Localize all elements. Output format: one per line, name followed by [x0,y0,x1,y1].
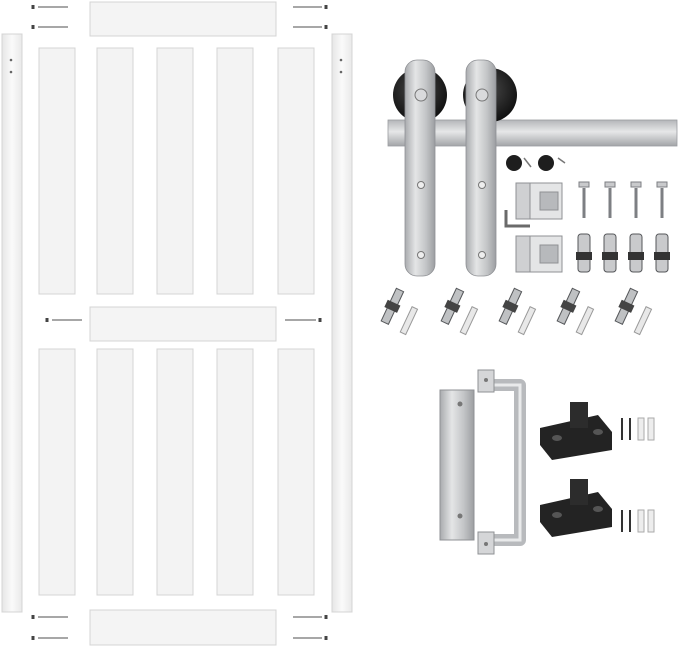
handle-plate [439,389,475,541]
allen-wrench-icon [504,210,530,228]
handle-bolt [457,401,463,407]
stile-hole [339,70,343,74]
track-bar [387,119,678,147]
wall-anchor-icon [556,287,595,336]
top-rail [89,1,277,37]
screw-icon [31,5,68,9]
bolt-icon [604,181,616,218]
screw-icon [293,636,328,640]
bolts [578,181,668,218]
screw-icon [45,318,82,322]
roller-strap [465,59,497,277]
strap-bolt [417,251,425,259]
screw-icon [31,25,68,29]
screw-icon [293,615,328,619]
screw-icon [293,25,328,29]
handle-bolt [484,378,488,382]
anti-jump-disc [538,155,554,171]
screw-icon [31,615,68,619]
wall-anchor-icon [440,287,479,336]
roller [463,59,517,277]
door-kit [1,1,353,646]
roller-hub [475,88,489,102]
spacer-icon [654,233,670,273]
bolt-icon [630,181,642,218]
screw-icon [285,318,322,322]
panel [277,348,315,596]
right-stile [331,33,353,613]
stopper [515,235,563,273]
wall-anchor-icon [614,287,653,336]
bolt-icon [578,181,590,218]
spacers [576,233,670,273]
spacer-icon [628,233,644,273]
screw-icon [31,636,68,640]
wall-anchor-icon [647,417,655,441]
bolt-icon [656,181,668,218]
roller [393,59,447,277]
stile-hole [339,58,343,62]
stile-hole [9,70,13,74]
wall-anchor-icon [380,287,419,336]
panel [38,47,76,295]
screw-icon [557,157,566,164]
middle-rail [89,306,277,342]
pull-handle [478,379,526,546]
strap-bolt [478,251,486,259]
panel [96,47,134,295]
stopper [515,182,563,220]
left-stile [1,33,23,613]
strap-bolt [417,181,425,189]
spacer-icon [576,233,592,273]
wall-anchor-icon [637,509,645,533]
spacer-icon [602,233,618,273]
anti-jump-disc [506,155,522,171]
panel [38,348,76,596]
panel [277,47,315,295]
panel [156,348,194,596]
wall-anchor-icon [498,287,537,336]
handle-bolt [457,513,463,519]
floor-guide [540,479,612,537]
door-screws [31,5,328,640]
panel [156,47,194,295]
floor-guide [540,402,612,460]
panel [96,348,134,596]
bottom-rail [89,609,277,646]
guide-screws [621,417,655,533]
roller-strap [404,59,436,277]
track-hardware [380,59,678,336]
wall-anchors [380,287,653,336]
roller-hub [414,88,428,102]
floor-guides [540,402,612,537]
panel [216,348,254,596]
stile-hole [9,58,13,62]
wall-anchor-icon [647,509,655,533]
screw-icon [523,157,532,168]
wall-anchor-icon [637,417,645,441]
strap-bolt [478,181,486,189]
panel [216,47,254,295]
handle-bolt [484,542,488,546]
screw-icon [293,5,328,9]
handle-set [439,369,526,555]
